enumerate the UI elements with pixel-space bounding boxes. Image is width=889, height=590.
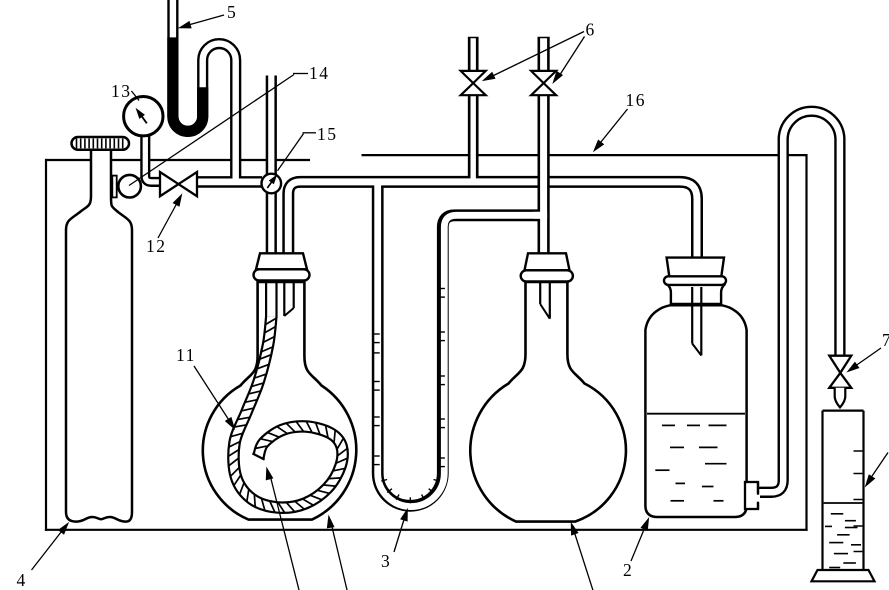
svg-text:6: 6 (586, 20, 596, 40)
svg-text:14: 14 (309, 63, 330, 83)
svg-text:11: 11 (176, 345, 196, 365)
svg-text:7: 7 (882, 330, 889, 350)
svg-text:13: 13 (111, 81, 132, 101)
svg-text:15: 15 (317, 124, 338, 144)
svg-text:16: 16 (626, 90, 647, 110)
svg-text:12: 12 (146, 236, 167, 256)
svg-text:2: 2 (623, 560, 633, 580)
svg-text:3: 3 (381, 551, 391, 571)
svg-text:4: 4 (17, 570, 27, 590)
svg-text:5: 5 (227, 2, 237, 22)
